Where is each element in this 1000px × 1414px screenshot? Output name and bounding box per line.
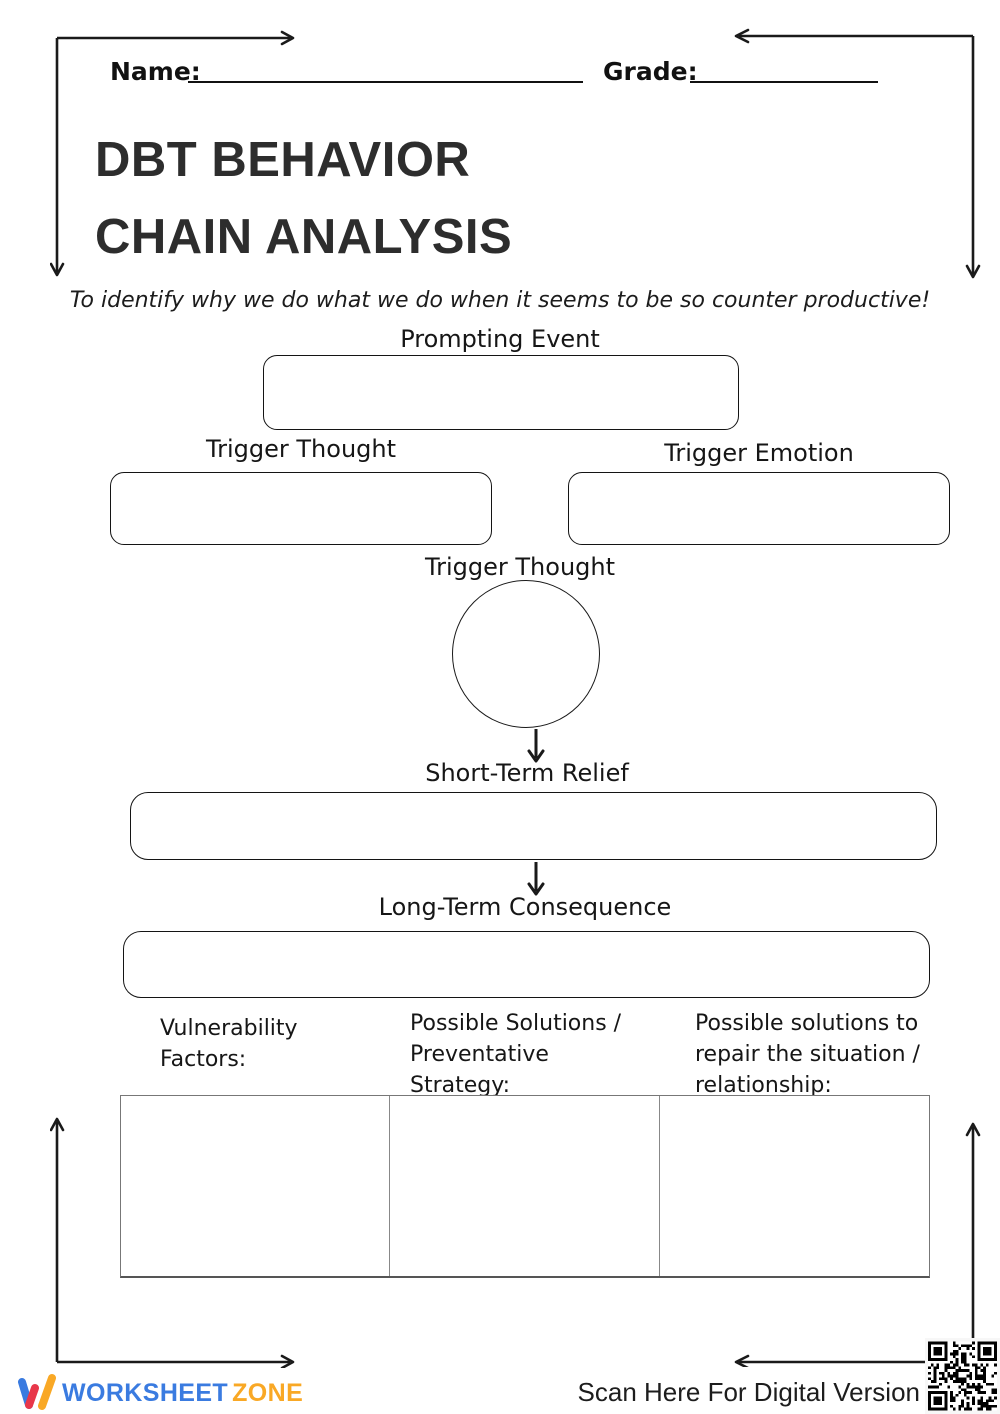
name-input-line[interactable]: [188, 53, 583, 83]
grade-input-line[interactable]: [690, 53, 878, 83]
subtitle: To identify why we do what we do when it…: [69, 288, 931, 313]
page-title: DBT BEHAVIOR CHAIN ANALYSIS: [95, 122, 512, 276]
corner-arrow-bottom-left: [50, 1117, 295, 1368]
page-title-line2: CHAIN ANALYSIS: [95, 210, 513, 264]
long-term-consequence-label: Long-Term Consequence: [378, 893, 672, 921]
brand-worksheet-text: WORKSHEET: [62, 1379, 229, 1407]
trigger-thought-circle-label: Trigger Thought: [424, 553, 616, 581]
trigger-thought-box[interactable]: [110, 472, 492, 545]
grade-label: Grade:: [603, 57, 698, 86]
long-term-consequence-box[interactable]: [123, 931, 930, 998]
table-cell-repair-solutions[interactable]: [660, 1096, 929, 1276]
corner-arrow-top-left: [50, 30, 295, 277]
name-label: Name:: [110, 57, 201, 86]
qr-code: [925, 1338, 1000, 1414]
vulnerability-factors-header: Vulnerability Factors:: [160, 1016, 298, 1072]
prompting-event-label: Prompting Event: [400, 325, 600, 353]
table-cell-vulnerability-factors[interactable]: [121, 1096, 391, 1276]
trigger-emotion-box[interactable]: [568, 472, 950, 545]
repair-solutions-header: Possible solutions to repair the situati…: [695, 1011, 920, 1098]
down-arrow-icon: [527, 729, 545, 763]
corner-arrow-top-right: [734, 28, 981, 279]
bottom-table: [120, 1095, 930, 1278]
table-cell-possible-solutions[interactable]: [390, 1096, 660, 1276]
short-term-relief-box[interactable]: [130, 792, 937, 860]
trigger-emotion-label: Trigger Emotion: [664, 439, 854, 467]
brand-zone-text: ZONE: [232, 1379, 304, 1407]
trigger-thought-label: Trigger Thought: [205, 435, 397, 463]
scan-here-text: Scan Here For Digital Version: [577, 1377, 920, 1407]
page-title-line1: DBT BEHAVIOR: [95, 133, 471, 187]
trigger-thought-circle[interactable]: [452, 580, 600, 728]
down-arrow-icon: [527, 862, 545, 896]
short-term-relief-label: Short-Term Relief: [425, 759, 629, 787]
worksheetzone-logo-icon: [18, 1374, 56, 1410]
prompting-event-box[interactable]: [263, 355, 739, 430]
possible-solutions-header: Possible Solutions / Preventative Strate…: [410, 1011, 622, 1098]
